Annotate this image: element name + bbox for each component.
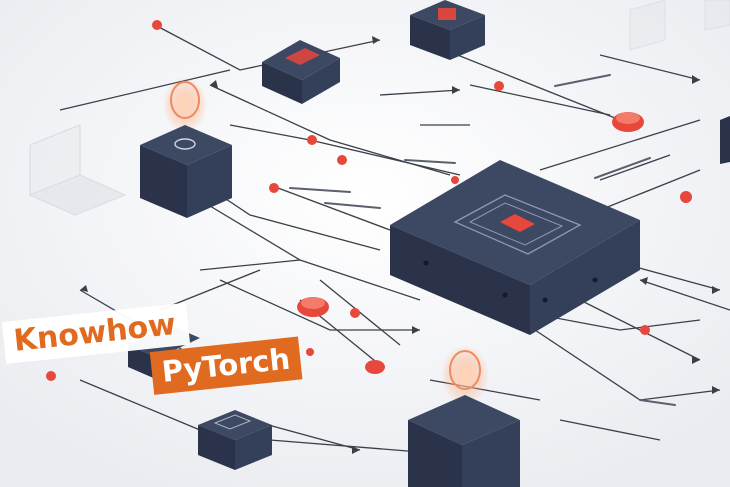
central-node bbox=[390, 160, 640, 335]
server-cube-right bbox=[720, 116, 730, 164]
lightbulb-icon bbox=[170, 81, 200, 119]
server-cube-bottom bbox=[408, 345, 520, 487]
arrowheads bbox=[80, 36, 720, 454]
red-node-discs bbox=[297, 112, 644, 374]
server-cube-2 bbox=[262, 40, 340, 104]
server-cube-top bbox=[410, 0, 485, 60]
server-cube-lightbulb bbox=[140, 77, 232, 218]
laptop-icon bbox=[28, 124, 127, 216]
ui-panel-icon bbox=[629, 0, 730, 51]
decorative-tag-marks bbox=[289, 74, 676, 406]
lightbulb-icon bbox=[449, 350, 481, 390]
red-dots bbox=[46, 20, 692, 381]
server-cube-bottom-left bbox=[198, 410, 272, 470]
